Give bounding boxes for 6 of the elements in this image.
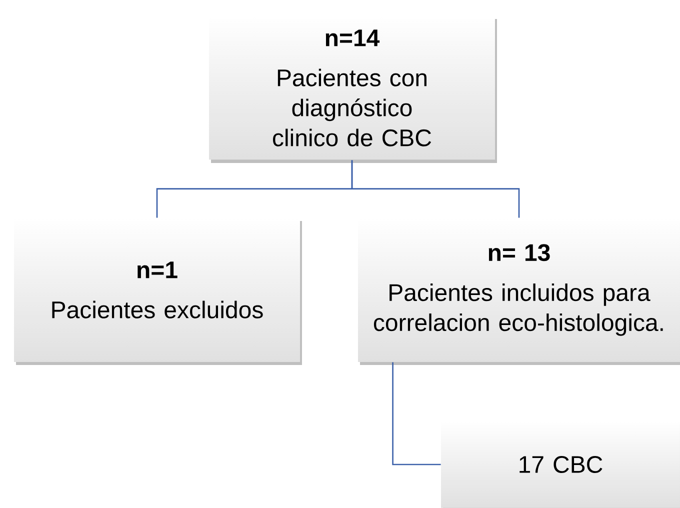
process-box: 17 CBC: [441, 421, 680, 508]
process-box: n=1 Pacientes excluidos: [14, 218, 302, 365]
connector-line: [392, 362, 441, 466]
process-box: n= 13 Pacientes incluidos para correlacion eco-histologica.: [358, 218, 680, 365]
connector-line: [351, 160, 520, 218]
process-box: n=14 Pacientes con diagnóstico clinico de CBC: [209, 16, 497, 163]
